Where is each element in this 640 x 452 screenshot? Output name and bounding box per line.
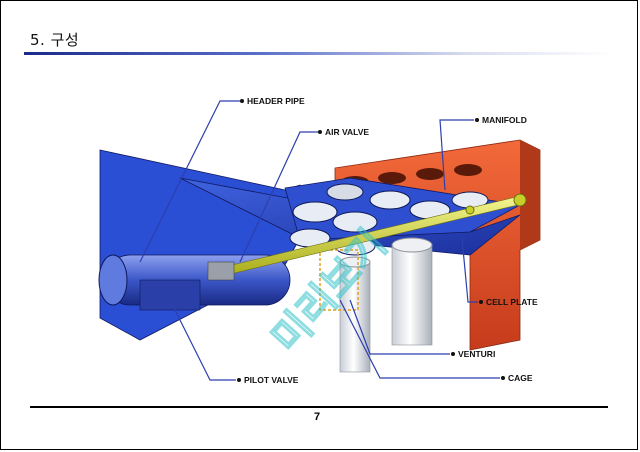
cage-label: CAGE [508,373,533,383]
title-underline [24,52,612,55]
label-pilot-valve: PILOT VALVE [237,375,299,385]
cell-plate-label: CELL PLATE [486,297,538,307]
slide-title: 5. 구성 [30,31,80,49]
cell-plate-holes [289,183,489,256]
footer-rule [30,406,608,408]
pilot-valve-label: PILOT VALVE [244,375,299,385]
air-valve-label: AIR VALVE [325,127,369,137]
header-pipe-label: HEADER PIPE [247,96,305,106]
leader-lines [139,100,500,381]
air-valve-pipe [207,193,527,281]
page-number: 7 [314,411,321,423]
label-cage: CAGE [501,373,533,383]
label-cell-plate: CELL PLATE [479,297,538,307]
label-air-valve: AIR VALVE [318,127,369,137]
label-header-pipe: HEADER PIPE [240,96,305,106]
venturi-cylinders [319,237,433,373]
manifold-label: MANIFOLD [482,115,527,125]
label-manifold: MANIFOLD [475,115,527,125]
label-venturi: VENTURI [451,349,495,359]
venturi-label: VENTURI [458,349,495,359]
